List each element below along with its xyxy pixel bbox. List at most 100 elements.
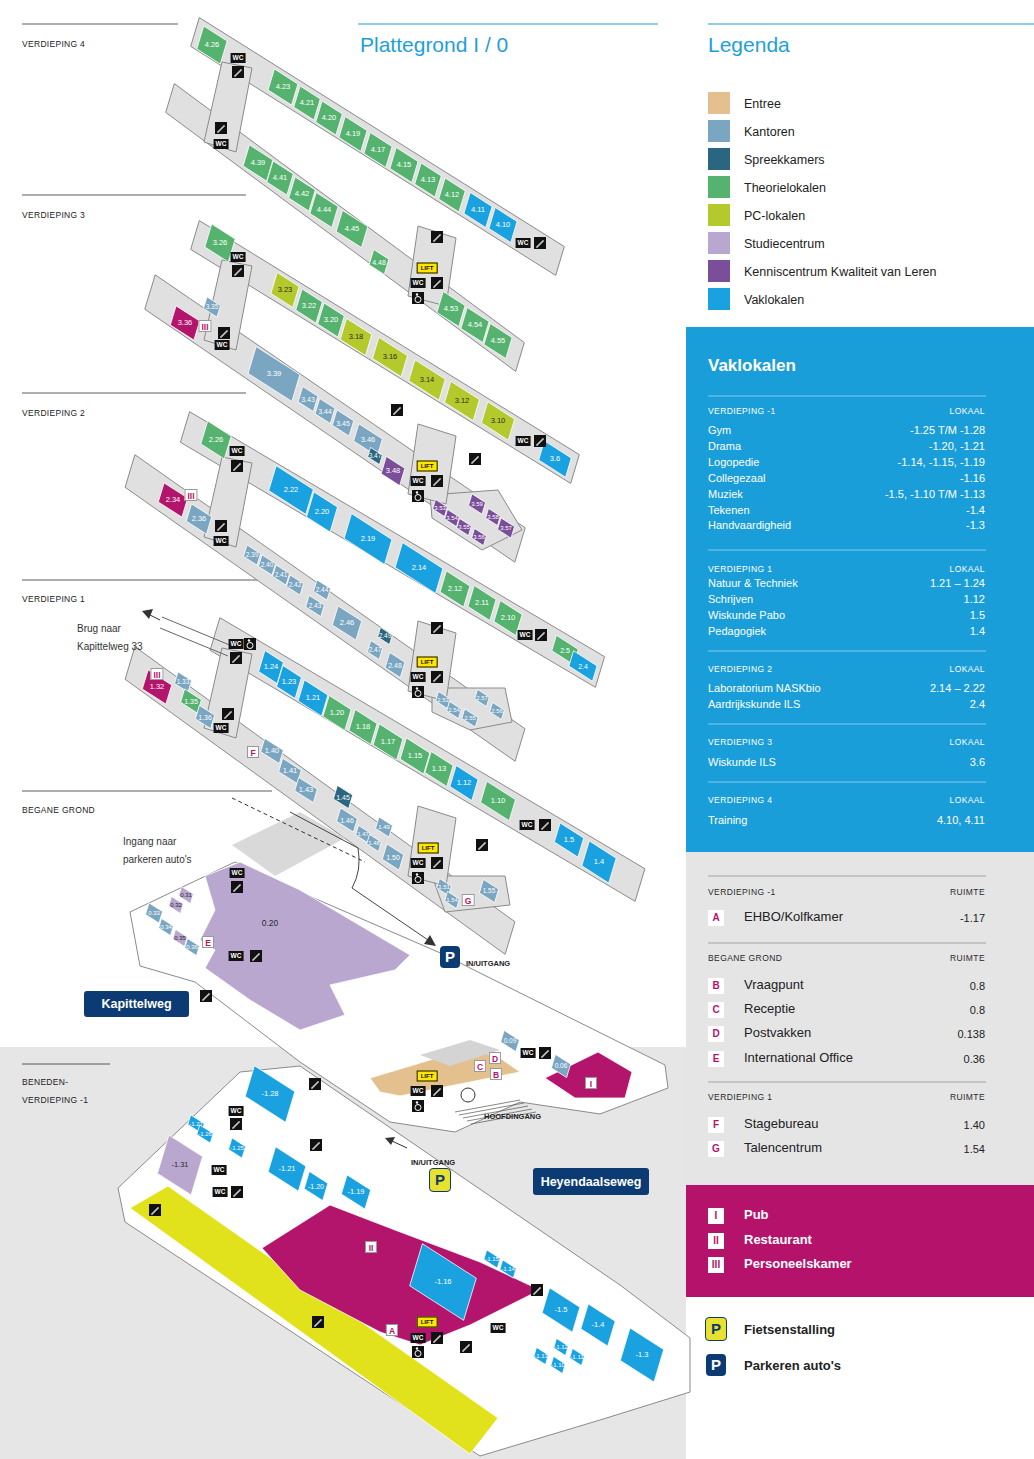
text-slot: Entree: [744, 95, 781, 111]
room-fill: [337, 808, 358, 832]
letter-badge: II: [365, 1241, 377, 1253]
room: 1.50: [381, 842, 405, 872]
letter-badge: G: [708, 1141, 724, 1157]
room-number: -1.15: [485, 1256, 499, 1262]
letter-badge: G: [462, 894, 475, 906]
legend-swatch: [708, 148, 730, 170]
text-slot: WC: [214, 139, 229, 149]
room-number: 4.23: [276, 83, 291, 91]
lift-icon: LIFT: [417, 1071, 438, 1082]
room-number: 2.46: [340, 619, 355, 627]
text-slot: C: [708, 1000, 724, 1016]
room-fill: [457, 518, 472, 535]
text-slot: VERDIEPING 4: [22, 33, 85, 51]
floor-label: VERDIEPING 4: [22, 39, 85, 49]
room: 4.15: [388, 146, 420, 184]
room-number: 3.56: [473, 534, 485, 540]
room-fill: [400, 738, 430, 774]
room-number: 1.18: [356, 723, 371, 731]
roman-badge: III: [708, 1257, 724, 1273]
entrance-label: IN/UITGANG: [411, 1158, 455, 1167]
text-slot: Spreekkamers: [744, 151, 825, 167]
table-header: LOKAAL: [950, 737, 985, 747]
text-slot: 0.8: [970, 978, 985, 991]
table-rule: [708, 782, 986, 783]
pub-area: [545, 1052, 632, 1098]
table-rule: [708, 396, 986, 397]
text-slot: Ingang naar parkeren auto's: [123, 831, 208, 867]
room-fill: [201, 421, 231, 459]
room-number: 4.48: [372, 259, 386, 266]
room-fill: [259, 555, 276, 575]
text-slot: F: [708, 1115, 724, 1131]
table-cell: Restaurant: [744, 1232, 812, 1247]
room-fill: [332, 606, 361, 640]
text-slot: IN/UITGANG: [411, 1151, 455, 1169]
text-slot: 0.138: [957, 1026, 985, 1039]
stairs-icon: [234, 269, 242, 275]
room-reference: 3.6: [970, 756, 985, 768]
room: 3.36: [169, 304, 201, 342]
room-fill: [484, 324, 512, 359]
room: 3.44: [314, 397, 336, 425]
stairs-icon: [233, 464, 241, 470]
legend-swatch: [708, 176, 730, 198]
text-slot: EHBO/Kolfkamer: [744, 908, 843, 924]
room-number: 1.32: [150, 683, 165, 691]
room-number: 2.22: [284, 486, 299, 494]
room-number: 4.26: [205, 41, 220, 49]
text-slot: D: [708, 1024, 724, 1040]
table-header: VERDIEPING -1: [708, 887, 776, 897]
room-fill: [271, 273, 299, 308]
room-number: 2.19: [361, 535, 376, 543]
room-fill: [268, 69, 298, 105]
room-number: -1.4: [592, 1321, 605, 1329]
room-reference: 0.8: [970, 980, 985, 992]
wheelchair-icon: [247, 643, 253, 649]
room-number: 4.53: [444, 305, 459, 313]
room-number: 2.4: [578, 663, 588, 670]
room-fill: [197, 1125, 213, 1143]
room-number: 3.44: [318, 408, 332, 415]
text-slot: WC: [214, 723, 229, 733]
stairs-icon: [252, 954, 260, 960]
text-slot: Studiecentrum: [744, 235, 825, 251]
room-fill: [382, 844, 403, 870]
street-name: Heyendaalseweg: [541, 1175, 642, 1189]
text-slot: VERDIEPING 1: [708, 561, 772, 572]
entrance-label: IN/UITGANG: [466, 959, 510, 968]
text-slot: Wiskunde Pabo: [708, 607, 785, 620]
table-header: RUIMTE: [950, 887, 985, 897]
legend-text: Spreekkamers: [744, 153, 825, 167]
letter-badge: III: [198, 320, 211, 332]
panel-title: Vaklokalen: [708, 356, 796, 375]
stairs-icon: [312, 1143, 320, 1149]
legend-swatch: [708, 288, 730, 310]
room-number: 1.41: [283, 767, 298, 775]
room-fill: [425, 752, 453, 787]
table-rule: [708, 876, 986, 877]
text-slot: Aardrijkskunde ILS: [708, 696, 800, 709]
room-number: 2.44: [316, 587, 329, 594]
arrow-head: [142, 609, 153, 619]
stairs-icon: [234, 70, 242, 76]
room-fill: [200, 862, 410, 1030]
toilet-icon: WC: [411, 858, 426, 868]
stairs-icon: [537, 633, 545, 639]
street-sign: Kapittelweg: [84, 991, 189, 1017]
room-number: -1.25: [230, 1145, 244, 1151]
floor-label: BEGANE GROND: [22, 805, 95, 815]
room-fill: [373, 724, 403, 760]
text-slot: WC: [411, 1086, 426, 1096]
room-fill: [367, 641, 382, 660]
text-slot: WC: [215, 340, 230, 350]
room: 1.49: [374, 815, 394, 839]
room-number: 2.36: [192, 515, 207, 523]
room-number: 2.54: [448, 707, 460, 713]
room-reference: 1.54: [964, 1143, 985, 1155]
table-header: VERDIEPING 2: [708, 664, 772, 674]
restaurant-area: [262, 1205, 540, 1345]
lower-floor-outline: [118, 1066, 690, 1456]
stairs-icon: [462, 1345, 470, 1351]
room-fill: [170, 306, 199, 340]
